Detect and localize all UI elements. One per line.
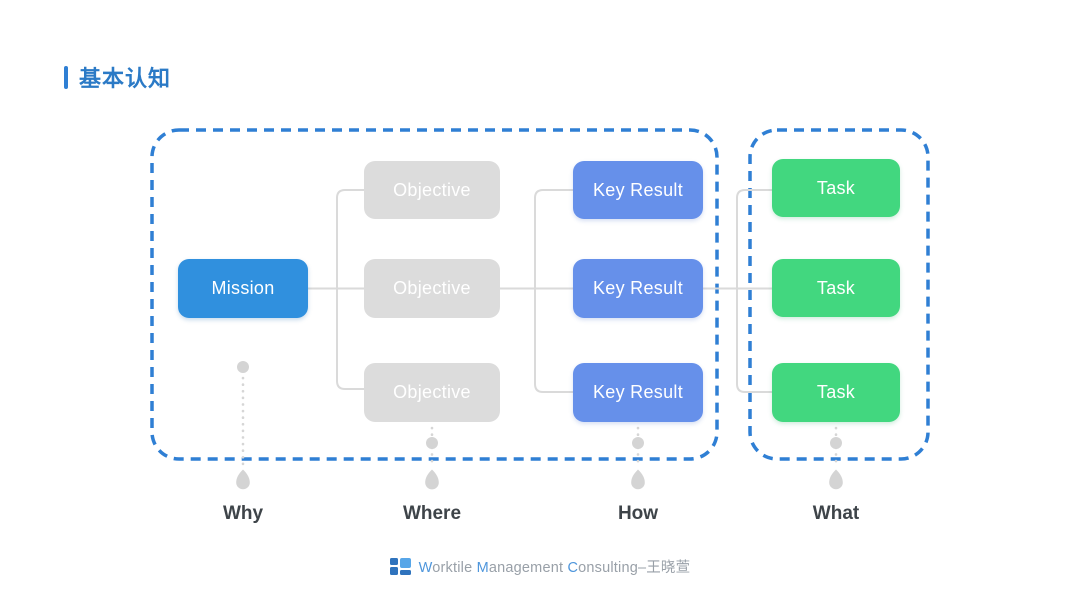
key-result-node-1: Key Result [573,161,703,219]
pointer-dot-where [426,437,438,449]
question-label-what: What [812,503,860,524]
question-label-where: Where [402,503,462,524]
connector-objective-branch [336,189,364,390]
footer-credit-text: Worktile Management Consulting–王晓萱 [419,556,691,577]
title-accent-bar [64,65,68,89]
page-title-text: 基本认知 [79,66,172,91]
okr-group-border [150,128,719,461]
objective-node-1: Objective [364,161,500,219]
task-node-2: Task [772,259,900,317]
key-result-node-3: Key Result [573,363,703,422]
footer-text-segment: onsulting [578,560,638,576]
task-node-3: Task [772,363,900,422]
footer-text-segment: M [476,560,489,576]
connector-keyresult-branch [534,189,573,393]
connector-task-branch [736,189,772,393]
question-label-why: Why [222,503,264,524]
footer-text-segment: orktile [432,560,477,576]
footer: Worktile Management Consulting–王晓萱 [0,556,1080,577]
pointer-arrow-what [829,469,843,490]
page-title: 基本认知 [64,61,171,93]
footer-text-segment: anagement [488,560,568,576]
pointer-dot-why [237,361,249,373]
pointer-arrow-how [631,469,645,490]
objective-node-2: Objective [364,259,500,318]
footer-text-segment: W [418,560,433,576]
mission-node: Mission [178,259,308,318]
pointer-arrow-where [425,469,439,490]
footer-text-segment: C [567,560,579,576]
key-result-node-2: Key Result [573,259,703,318]
objective-node-3: Objective [364,363,500,422]
pointer-arrow-why [236,469,250,490]
task-group-border [748,128,930,461]
pointer-dot-what [830,437,842,449]
pointer-dot-how [632,437,644,449]
task-node-1: Task [772,159,900,217]
question-label-how: How [617,503,659,524]
worktile-logo-icon [389,558,411,575]
footer-text-segment: –王晓萱 [637,560,691,576]
